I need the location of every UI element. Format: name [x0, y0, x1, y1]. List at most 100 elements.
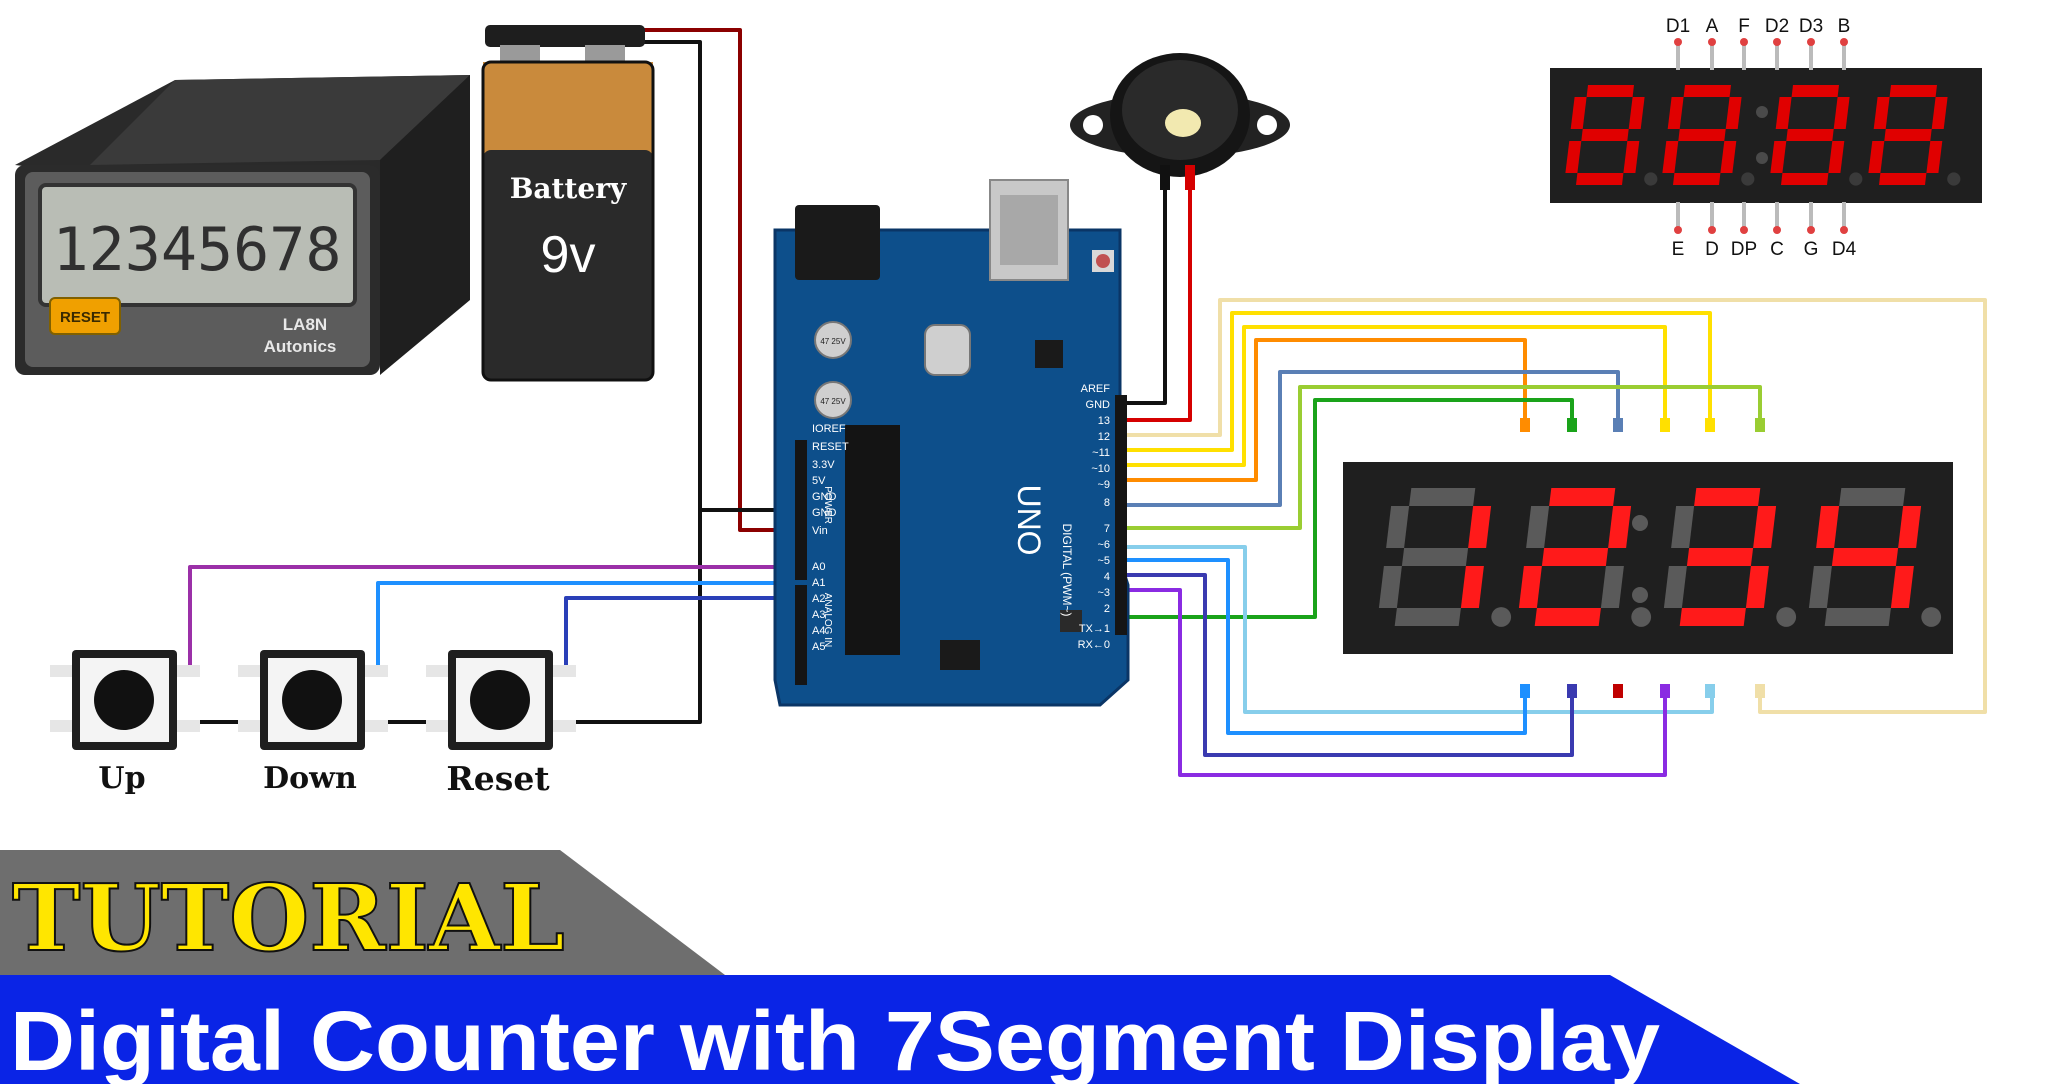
decimal-point: [1921, 607, 1942, 627]
segment-c: [1890, 566, 1914, 608]
capacitor-label-1: 47 25V: [820, 337, 846, 346]
tutorial-tag: TUTORIAL: [12, 864, 565, 972]
wire-pin12: [1110, 298, 1987, 714]
segment-f: [1816, 506, 1840, 548]
buzzer: [1070, 53, 1290, 190]
pin-label-10: ~10: [1091, 463, 1110, 475]
segment-e: [1770, 141, 1787, 173]
pinout-bottom-labels: E D DP C G D4: [1672, 239, 1857, 260]
pinout-bottom-leg: [1775, 202, 1779, 230]
pinout-top-leg: [1742, 42, 1746, 70]
capacitor-label-2: 47 25V: [820, 397, 846, 406]
pin-label-12: 12: [1098, 431, 1110, 443]
segment-g: [1786, 129, 1834, 141]
pinout-bottom-tip: [1674, 226, 1682, 234]
pin-d-label: D: [1705, 239, 1719, 260]
pin-label-7: 7: [1104, 523, 1110, 535]
pinout-top-tip: [1773, 38, 1781, 46]
colon-dot: [1756, 152, 1768, 164]
segment-g: [1831, 548, 1899, 566]
segment-d: [1673, 173, 1721, 185]
segment-d: [1824, 608, 1891, 626]
segment-g: [1401, 548, 1469, 566]
wire-battery-negative: [600, 40, 785, 512]
counter-reset-button[interactable]: [49, 297, 121, 335]
pinout-bottom-leg: [1676, 202, 1680, 230]
pin-label-6: ~6: [1097, 539, 1110, 551]
down-button[interactable]: [238, 650, 388, 750]
pin-d2-label: D2: [1765, 16, 1789, 37]
decimal-point: [1741, 172, 1755, 186]
pinout-top-leg: [1676, 42, 1680, 70]
pin-d4-label: D4: [1832, 239, 1857, 260]
pinout-top-tip: [1840, 38, 1848, 46]
segment-c: [1460, 566, 1484, 608]
battery-label: Battery: [510, 172, 627, 205]
pinout-bottom-leg: [1710, 202, 1714, 230]
pin-label-aref: AREF: [1081, 383, 1111, 395]
segment-c: [1745, 566, 1769, 608]
pin-d3-label: D3: [1799, 16, 1823, 37]
segment-d: [1576, 173, 1624, 185]
wire-down-a1: [376, 581, 785, 665]
wire-ground-rail: [560, 510, 702, 724]
segment-b: [1833, 97, 1850, 129]
segment-b: [1608, 506, 1632, 548]
pin-b-label: B: [1838, 16, 1851, 37]
pinout-bottom-tip: [1708, 226, 1716, 234]
wire-pin9: [1110, 338, 1527, 482]
segment-a: [1694, 488, 1761, 506]
pinout-digits: [1565, 85, 1961, 186]
pin-label-3: ~3: [1097, 587, 1110, 599]
up-button[interactable]: [50, 650, 200, 750]
pin-label-a5: A5: [812, 641, 825, 653]
push-buttons: Up Down Reset: [50, 650, 576, 798]
decimal-point: [1849, 172, 1863, 186]
main-digit-4: [1808, 488, 1942, 627]
pin-label-reset: RESET: [812, 441, 849, 453]
counter-brand: Autonics: [264, 337, 337, 356]
decimal-point: [1644, 172, 1658, 186]
main-digit-1: [1378, 488, 1512, 627]
pin-g-label: G: [1804, 239, 1819, 260]
segment-b: [1753, 506, 1777, 548]
segment-c: [1600, 566, 1624, 608]
segment-g: [1581, 129, 1629, 141]
pin-label-a4: A4: [812, 625, 825, 637]
pin-label-gnd-d: GND: [1086, 399, 1111, 411]
battery: Battery 9v: [481, 25, 655, 382]
pin-label-a3: A3: [812, 609, 825, 621]
segment-e: [1378, 566, 1402, 608]
segment-d: [1534, 608, 1601, 626]
segment-f: [1873, 97, 1890, 129]
segment-e: [1662, 141, 1679, 173]
power-label: POWER: [822, 486, 833, 524]
display-pin-heads: [1520, 418, 1765, 698]
segment-e: [1663, 566, 1687, 608]
pinout-digit-2: [1662, 85, 1755, 186]
segment-b: [1931, 97, 1948, 129]
segment-f: [1386, 506, 1410, 548]
segment-b: [1725, 97, 1742, 129]
segment-e: [1518, 566, 1542, 608]
pin-label-2: 2: [1104, 603, 1110, 615]
segment-d: [1879, 173, 1927, 185]
pinout-top-tip: [1674, 38, 1682, 46]
main-display-digits: [1378, 488, 1942, 627]
colon-dot: [1632, 515, 1648, 531]
colon-dot: [1756, 106, 1768, 118]
pinout-digit-1: [1565, 85, 1658, 186]
decimal-point: [1491, 607, 1512, 627]
counter-model: LA8N: [283, 315, 327, 334]
segment-f: [1775, 97, 1792, 129]
wire-pin10: [1110, 325, 1667, 467]
segment-e: [1565, 141, 1582, 173]
pinout-top-leg: [1775, 42, 1779, 70]
reset-button[interactable]: [426, 650, 576, 750]
segment-b: [1628, 97, 1645, 129]
pinout-bottom-leg: [1742, 202, 1746, 230]
analog-pin-labels: A0 A1 A2 A3 A4 A5: [812, 561, 825, 653]
pinout-digit-3: [1770, 85, 1863, 186]
pin-label-8: 8: [1104, 497, 1110, 509]
pinout-bottom-tip: [1840, 226, 1848, 234]
